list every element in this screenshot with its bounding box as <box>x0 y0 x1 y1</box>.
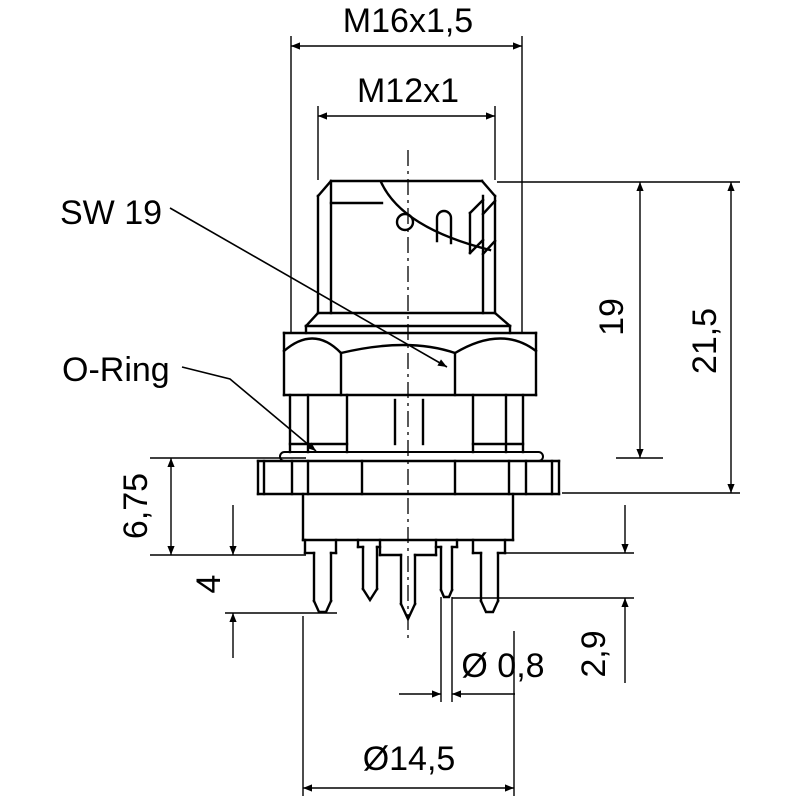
contact-pin <box>435 209 453 245</box>
o-ring-label: O-Ring <box>62 351 170 389</box>
extension-lines <box>150 36 740 796</box>
face-cut-arc <box>379 180 492 252</box>
pin-right-outer <box>471 538 507 614</box>
dim-21-5-label: 21,5 <box>686 308 724 374</box>
dimension-lines <box>167 42 735 792</box>
mounting-thread <box>288 393 525 454</box>
dim-6-75-label: 6,75 <box>117 473 155 539</box>
dim-19-label: 19 <box>593 298 631 336</box>
dim-body-diameter-label: Ø14,5 <box>363 740 456 778</box>
o-ring-seal <box>279 451 544 462</box>
pin-center <box>399 553 438 622</box>
washer <box>304 311 512 335</box>
solder-pins <box>303 538 507 622</box>
leader-sw19 <box>169 207 448 368</box>
pin-left-inner <box>356 538 403 603</box>
thread-section-hatch <box>468 194 497 315</box>
dim-4-label: 4 <box>190 575 228 594</box>
pin-left-outer <box>303 538 338 614</box>
connector-head <box>316 179 497 315</box>
pin-small-diameter <box>434 538 459 599</box>
leader-o-ring <box>181 366 317 452</box>
wrench-size-label: SW 19 <box>60 194 162 232</box>
connector-body <box>301 492 515 542</box>
hex-nut <box>282 331 538 397</box>
flange <box>256 459 561 496</box>
dim-pin-diameter-label: Ø 0,8 <box>461 647 544 685</box>
dim-m16-label: M16x1,5 <box>343 2 473 40</box>
dim-2-9-label: 2,9 <box>575 630 613 677</box>
contact-pin-hole <box>395 212 415 232</box>
dim-m12-label: M12x1 <box>357 72 459 110</box>
leader-lines <box>169 207 448 452</box>
